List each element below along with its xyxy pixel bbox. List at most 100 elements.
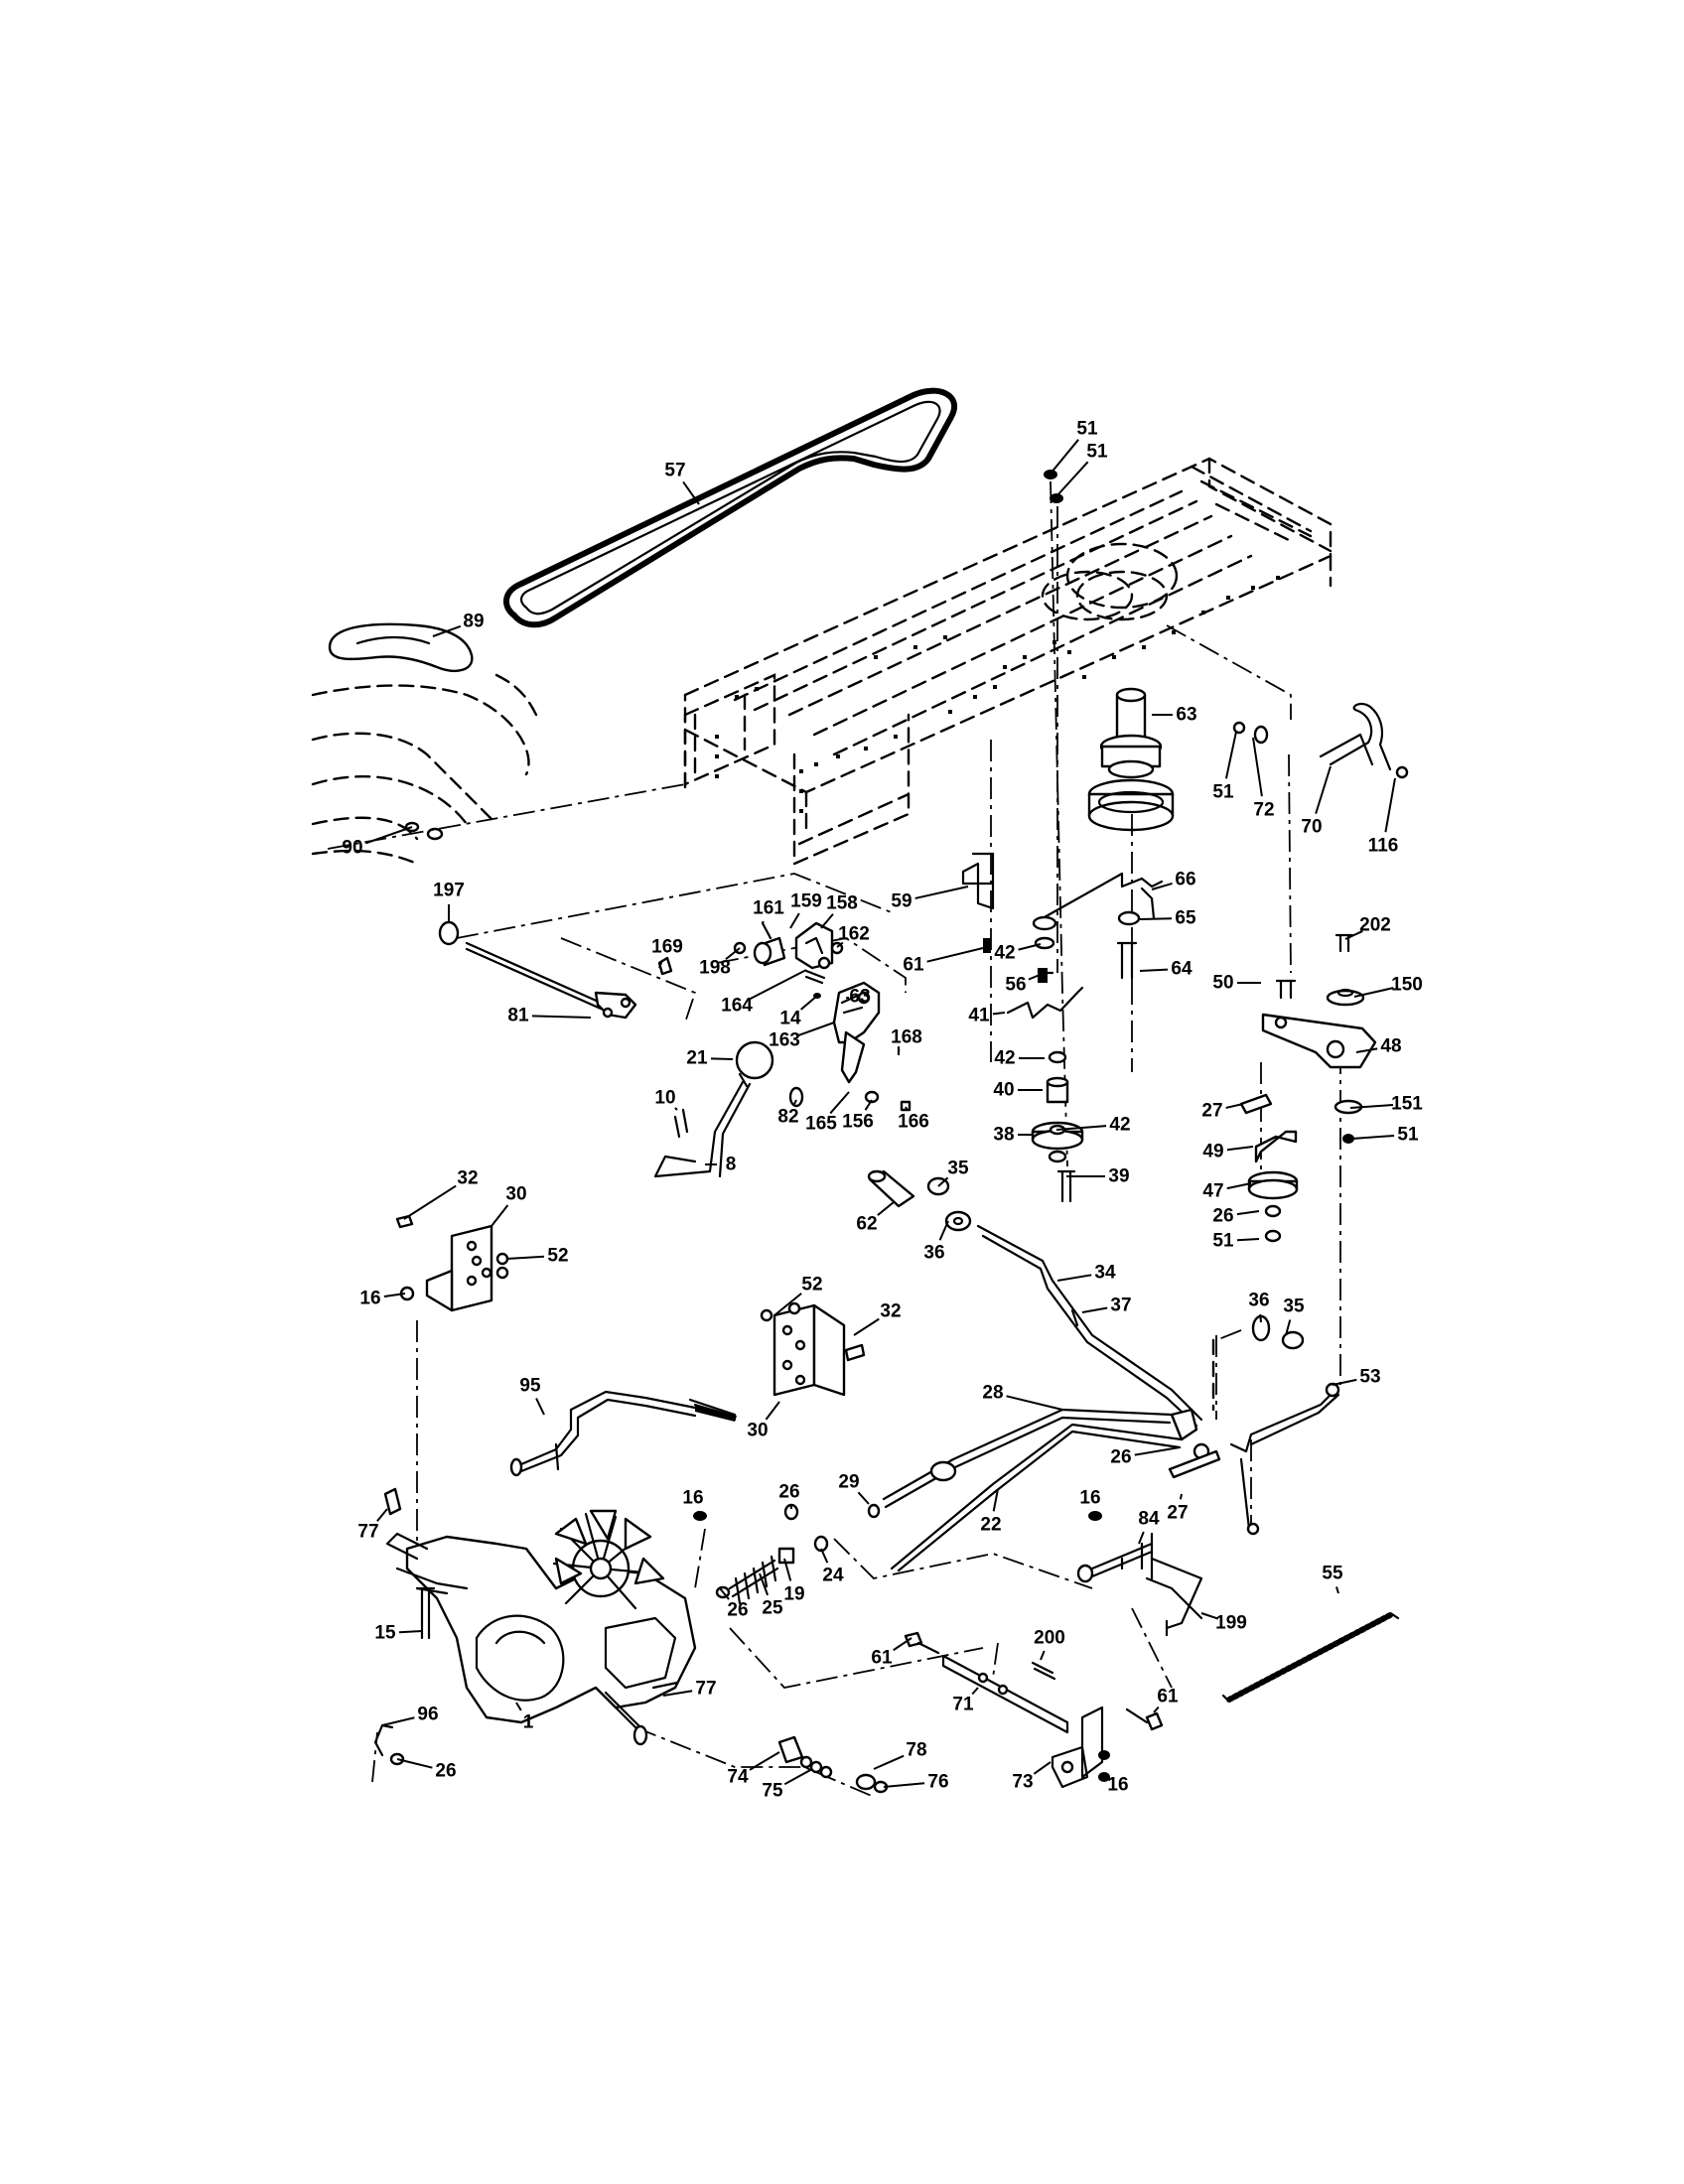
leader-line-164 [748,969,807,1001]
part-label-200: 200 [1034,1628,1065,1649]
leader-line-22 [992,1488,999,1512]
link-53 [1211,1314,1340,1453]
leader-line-1 [515,1702,522,1711]
leader-line-77 [376,1508,388,1522]
leader-line-162 [836,941,844,948]
leader-line-169 [658,959,663,969]
part-label-89: 89 [463,612,484,632]
part-label-25: 25 [762,1598,783,1619]
part-label-19: 19 [783,1584,804,1605]
fastener-90 [404,821,444,841]
hardware-156-166 [864,1045,912,1112]
part-label-73: 73 [1012,1772,1033,1793]
leader-line-75 [783,1768,813,1786]
part-label-41: 41 [968,1006,990,1026]
leader-line-34 [1056,1274,1092,1282]
leader-line-89 [432,624,462,637]
linkage-34 [867,1169,1203,1441]
part-label-37: 37 [1110,1296,1131,1316]
part-label-65: 65 [1175,908,1196,929]
leader-line-202 [1344,930,1363,940]
pulley-63 [1087,687,1175,832]
part-label-51: 51 [1212,782,1234,803]
part-label-84: 84 [1138,1509,1160,1530]
leader-line-95 [535,1398,545,1416]
leader-line-73 [1033,1761,1052,1775]
leader-line-165 [829,1091,850,1115]
part-label-24: 24 [822,1566,844,1586]
leader-line-30 [765,1401,780,1421]
leader-line-19 [783,1558,792,1581]
part-label-26: 26 [435,1761,456,1782]
leader-line-53 [1332,1378,1357,1386]
leader-line-71 [971,1687,979,1696]
leader-line-65 [1139,917,1173,920]
idler-bracket-48 [1239,933,1377,1243]
leader-line-15 [398,1630,423,1634]
leader-line-72 [1252,737,1263,797]
leader-line-41 [992,1012,1006,1016]
leader-line-76 [883,1782,925,1788]
drive-belt-57 [503,387,957,628]
part-label-26: 26 [727,1600,748,1621]
part-label-169: 169 [651,937,683,958]
transaxle-1 [373,1487,707,1766]
leader-line-116 [1384,777,1396,833]
part-label-90: 90 [342,838,362,859]
bracket-30-center [760,1301,866,1397]
bracket-30 [395,1214,509,1312]
rod-95 [509,1390,737,1477]
leader-line-166 [905,1106,909,1111]
spring-25 [715,1503,829,1605]
bracket-59 [961,852,995,910]
part-label-74: 74 [727,1767,749,1788]
part-label-48: 48 [1380,1036,1401,1057]
part-label-78: 78 [906,1740,926,1761]
leader-line-51 [1236,1238,1260,1242]
rod-66 [1041,872,1164,920]
part-label-42: 42 [994,1048,1015,1069]
leader-line-66 [1151,882,1173,890]
leader-line-16 [1092,1511,1095,1515]
leader-line-21 [710,1057,734,1060]
leader-line-49 [1226,1146,1254,1152]
part-label-51: 51 [1076,419,1098,440]
part-label-151: 151 [1391,1094,1423,1115]
leader-line-26 [1236,1210,1260,1216]
leader-line-26 [1134,1446,1181,1456]
part-label-1: 1 [523,1712,534,1733]
part-label-55: 55 [1322,1564,1343,1584]
leader-line-36 [938,1220,949,1241]
part-label-77: 77 [357,1522,378,1543]
leader-line-84 [1138,1531,1145,1545]
leader-line-47 [1226,1182,1252,1190]
leader-line-57 [682,480,700,505]
part-label-15: 15 [374,1623,396,1644]
part-label-199: 199 [1215,1613,1247,1634]
part-label-49: 49 [1202,1142,1223,1162]
part-label-26: 26 [1212,1206,1233,1227]
leader-line-151 [1349,1103,1394,1109]
leader-line-52 [773,1293,802,1316]
knob-21 [735,1040,774,1080]
leader-line-96 [381,1716,415,1726]
leader-line-163 [796,1022,835,1037]
part-label-26: 26 [1110,1447,1131,1468]
part-label-76: 76 [927,1772,948,1793]
part-label-63: 63 [849,987,870,1008]
leader-line-16 [1099,1776,1106,1781]
part-label-163: 163 [769,1030,800,1051]
leader-line-62 [877,1201,895,1216]
leader-line-48 [1355,1047,1378,1053]
leader-line-59 [914,886,969,899]
part-label-34: 34 [1094,1263,1116,1284]
part-label-51: 51 [1397,1125,1419,1146]
part-label-52: 52 [801,1275,822,1296]
leader-line-52 [505,1255,545,1260]
part-label-30: 30 [747,1421,768,1441]
part-label-32: 32 [457,1168,478,1189]
leader-line-81 [531,1015,592,1019]
leader-line-198 [725,947,741,961]
part-label-28: 28 [982,1383,1003,1404]
part-label-21: 21 [686,1048,708,1069]
